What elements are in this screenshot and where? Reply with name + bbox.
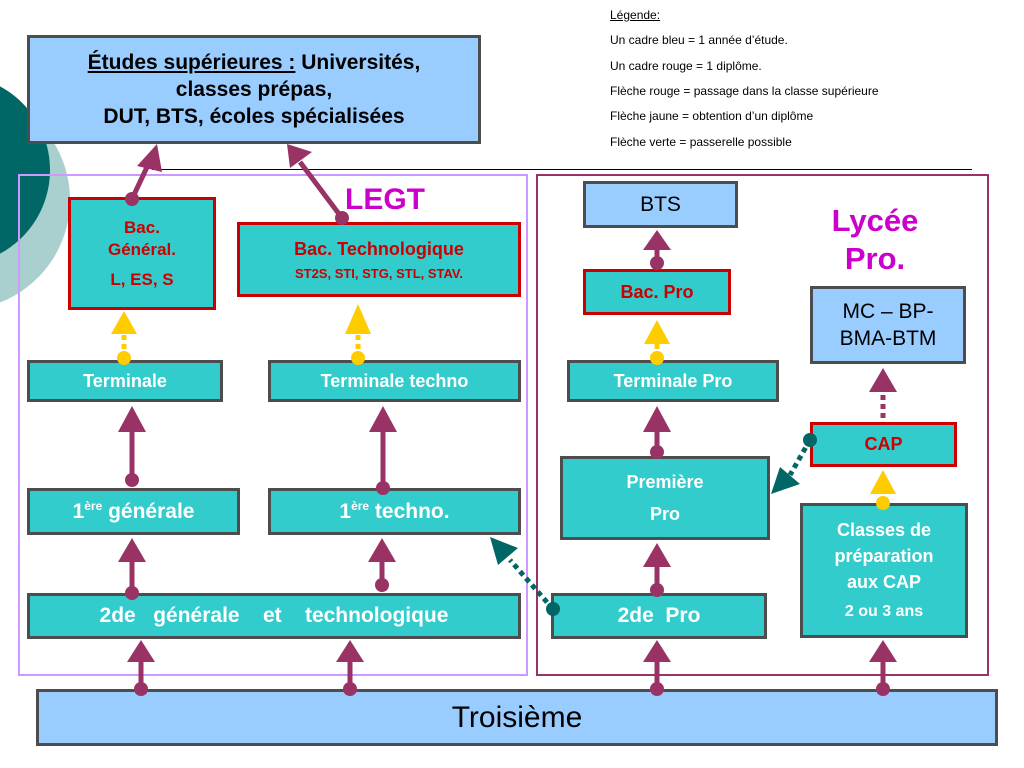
legend-line-yellow-arrow: Flèche jaune = obtention d’un diplôme [610, 109, 814, 123]
bts-box: BTS [583, 181, 738, 228]
premiere-techno-box: 1ère techno. [268, 488, 521, 535]
premiere-generale-label: 1ère générale [73, 499, 195, 524]
terminale-techno-box: Terminale techno [268, 360, 521, 402]
mc-bp-line1: MC – BP- [842, 300, 934, 323]
seconde-gt-box: 2de générale et technologique [27, 593, 521, 639]
etudes-line1: Études supérieures : Universités, [88, 49, 421, 76]
premiere-techno-sup: ère [351, 499, 370, 513]
lycee-pro-frame [536, 174, 989, 676]
etudes-prefix: Études supérieures : [87, 51, 296, 74]
etudes-superieures-box: Études supérieures : Universités, classe… [27, 35, 481, 144]
lycee-pro-title-line1: Lycée [831, 203, 919, 238]
seconde-pro-box: 2de Pro [551, 593, 767, 639]
etudes-line3: DUT, BTS, écoles spécialisées [103, 105, 405, 128]
premiere-generale-sup: ère [84, 499, 103, 513]
troisieme-box: Troisième [36, 689, 998, 746]
prep-cap-line4: 2 ou 3 ans [844, 602, 924, 620]
legend-title: Légende: [610, 8, 661, 22]
mc-bp-box: MC – BP- BMA-BTM [810, 286, 966, 364]
separator-line [152, 169, 972, 170]
bac-techno-title: Bac. Technologique [294, 238, 464, 259]
lycee-pro-title-line2: Pro. [844, 241, 906, 276]
premiere-pro-box: Première Pro [560, 456, 770, 540]
premiere-techno-num: 1 [339, 500, 352, 523]
prep-cap-line2: préparation [834, 545, 934, 566]
prep-cap-box: Classes de préparation aux CAP 2 ou 3 an… [800, 503, 968, 638]
bac-techno-box: Bac. Technologique ST2S, STI, STG, STL, … [237, 222, 521, 297]
premiere-generale-num: 1 [72, 500, 85, 523]
bac-pro-box: Bac. Pro [583, 269, 731, 315]
premiere-techno-rest: techno. [369, 500, 450, 523]
terminale-pro-box: Terminale Pro [567, 360, 779, 402]
legend-line-blue: Un cadre bleu = 1 année d’étude. [610, 33, 788, 47]
bac-general-line3: L, ES, S [110, 269, 174, 289]
legend-line-red: Un cadre rouge = 1 diplôme. [610, 59, 762, 73]
prep-cap-line3: aux CAP [846, 571, 922, 592]
premiere-generale-box: 1ère générale [27, 488, 240, 535]
legend-line-red-arrow: Flèche rouge = passage dans la classe su… [610, 84, 879, 98]
prep-cap-line1: Classes de [836, 519, 932, 540]
premiere-techno-label: 1ère techno. [339, 499, 449, 524]
legend-line-green-arrow: Flèche verte = passerelle possible [610, 135, 792, 149]
lycee-pro-title: Lycée Pro. [805, 200, 945, 280]
legt-title: LEGT [345, 183, 425, 216]
bac-techno-sub: ST2S, STI, STG, STL, STAV. [294, 265, 464, 281]
premiere-pro-line1: Première [626, 472, 704, 492]
legt-frame [18, 174, 528, 676]
bac-general-line2: Général. [107, 239, 177, 259]
cap-box: CAP [810, 422, 957, 467]
etudes-line2: classes prépas, [175, 78, 333, 101]
premiere-generale-rest: générale [102, 500, 195, 523]
premiere-pro-line2: Pro [649, 504, 680, 524]
bac-general-box: Bac. Général. L, ES, S [68, 197, 216, 310]
bac-general-line1: Bac. [124, 217, 160, 237]
terminale-box: Terminale [27, 360, 223, 402]
mc-bp-line2: BMA-BTM [839, 327, 937, 350]
etudes-line1-rest: Universités, [295, 51, 421, 74]
